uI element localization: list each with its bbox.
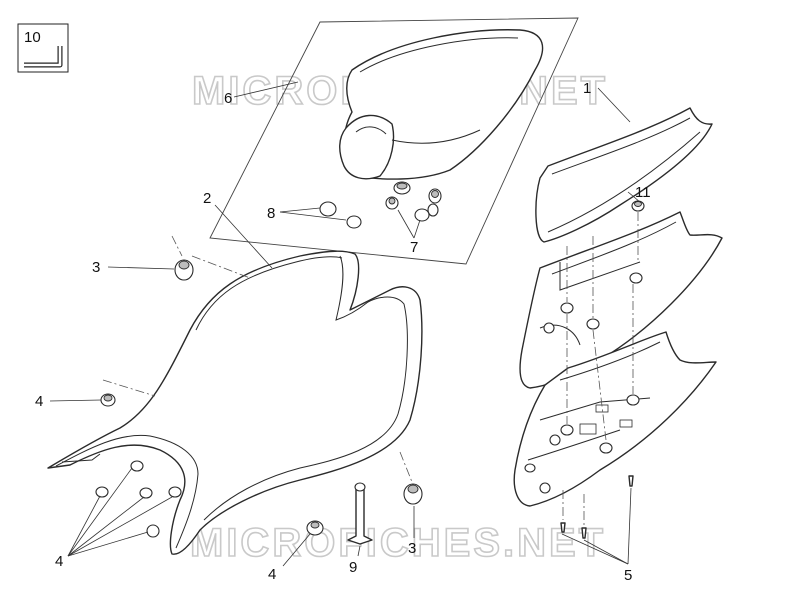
tail-panel-top	[535, 107, 713, 243]
watermark-bottom: MICROFICHES.NET	[190, 521, 606, 565]
tail-panel-bottom	[513, 331, 717, 507]
callout-6: 6	[224, 90, 232, 107]
grommets-kit	[319, 181, 442, 229]
callout-11: 11	[635, 184, 651, 201]
callout-2: 2	[203, 190, 211, 207]
callout-7: 7	[410, 239, 418, 256]
right-hardware	[560, 200, 645, 539]
callout-3-right: 3	[408, 540, 416, 557]
callout-10: 10	[24, 29, 41, 46]
tail-panel-middle	[519, 211, 723, 389]
callout-labels: 10 1 2 3 4 4 4 3 9 5 6 8 7 11	[24, 29, 651, 584]
tool-box-10	[17, 23, 69, 73]
tie-strap	[347, 482, 373, 545]
main-seat	[47, 250, 423, 555]
callout-9: 9	[349, 559, 357, 576]
callout-5: 5	[624, 567, 632, 584]
callout-1: 1	[583, 80, 591, 97]
seat-cowl	[339, 29, 544, 180]
seat-hardware	[95, 259, 423, 538]
callout-4-lower-left: 4	[55, 553, 63, 570]
callout-8: 8	[267, 205, 275, 222]
alignment-lines	[102, 212, 639, 526]
callout-4-upper: 4	[35, 393, 43, 410]
kit-frame	[209, 17, 579, 265]
leader-lines	[49, 81, 641, 567]
callout-3-left: 3	[92, 259, 100, 276]
callout-4-lower: 4	[268, 566, 276, 583]
